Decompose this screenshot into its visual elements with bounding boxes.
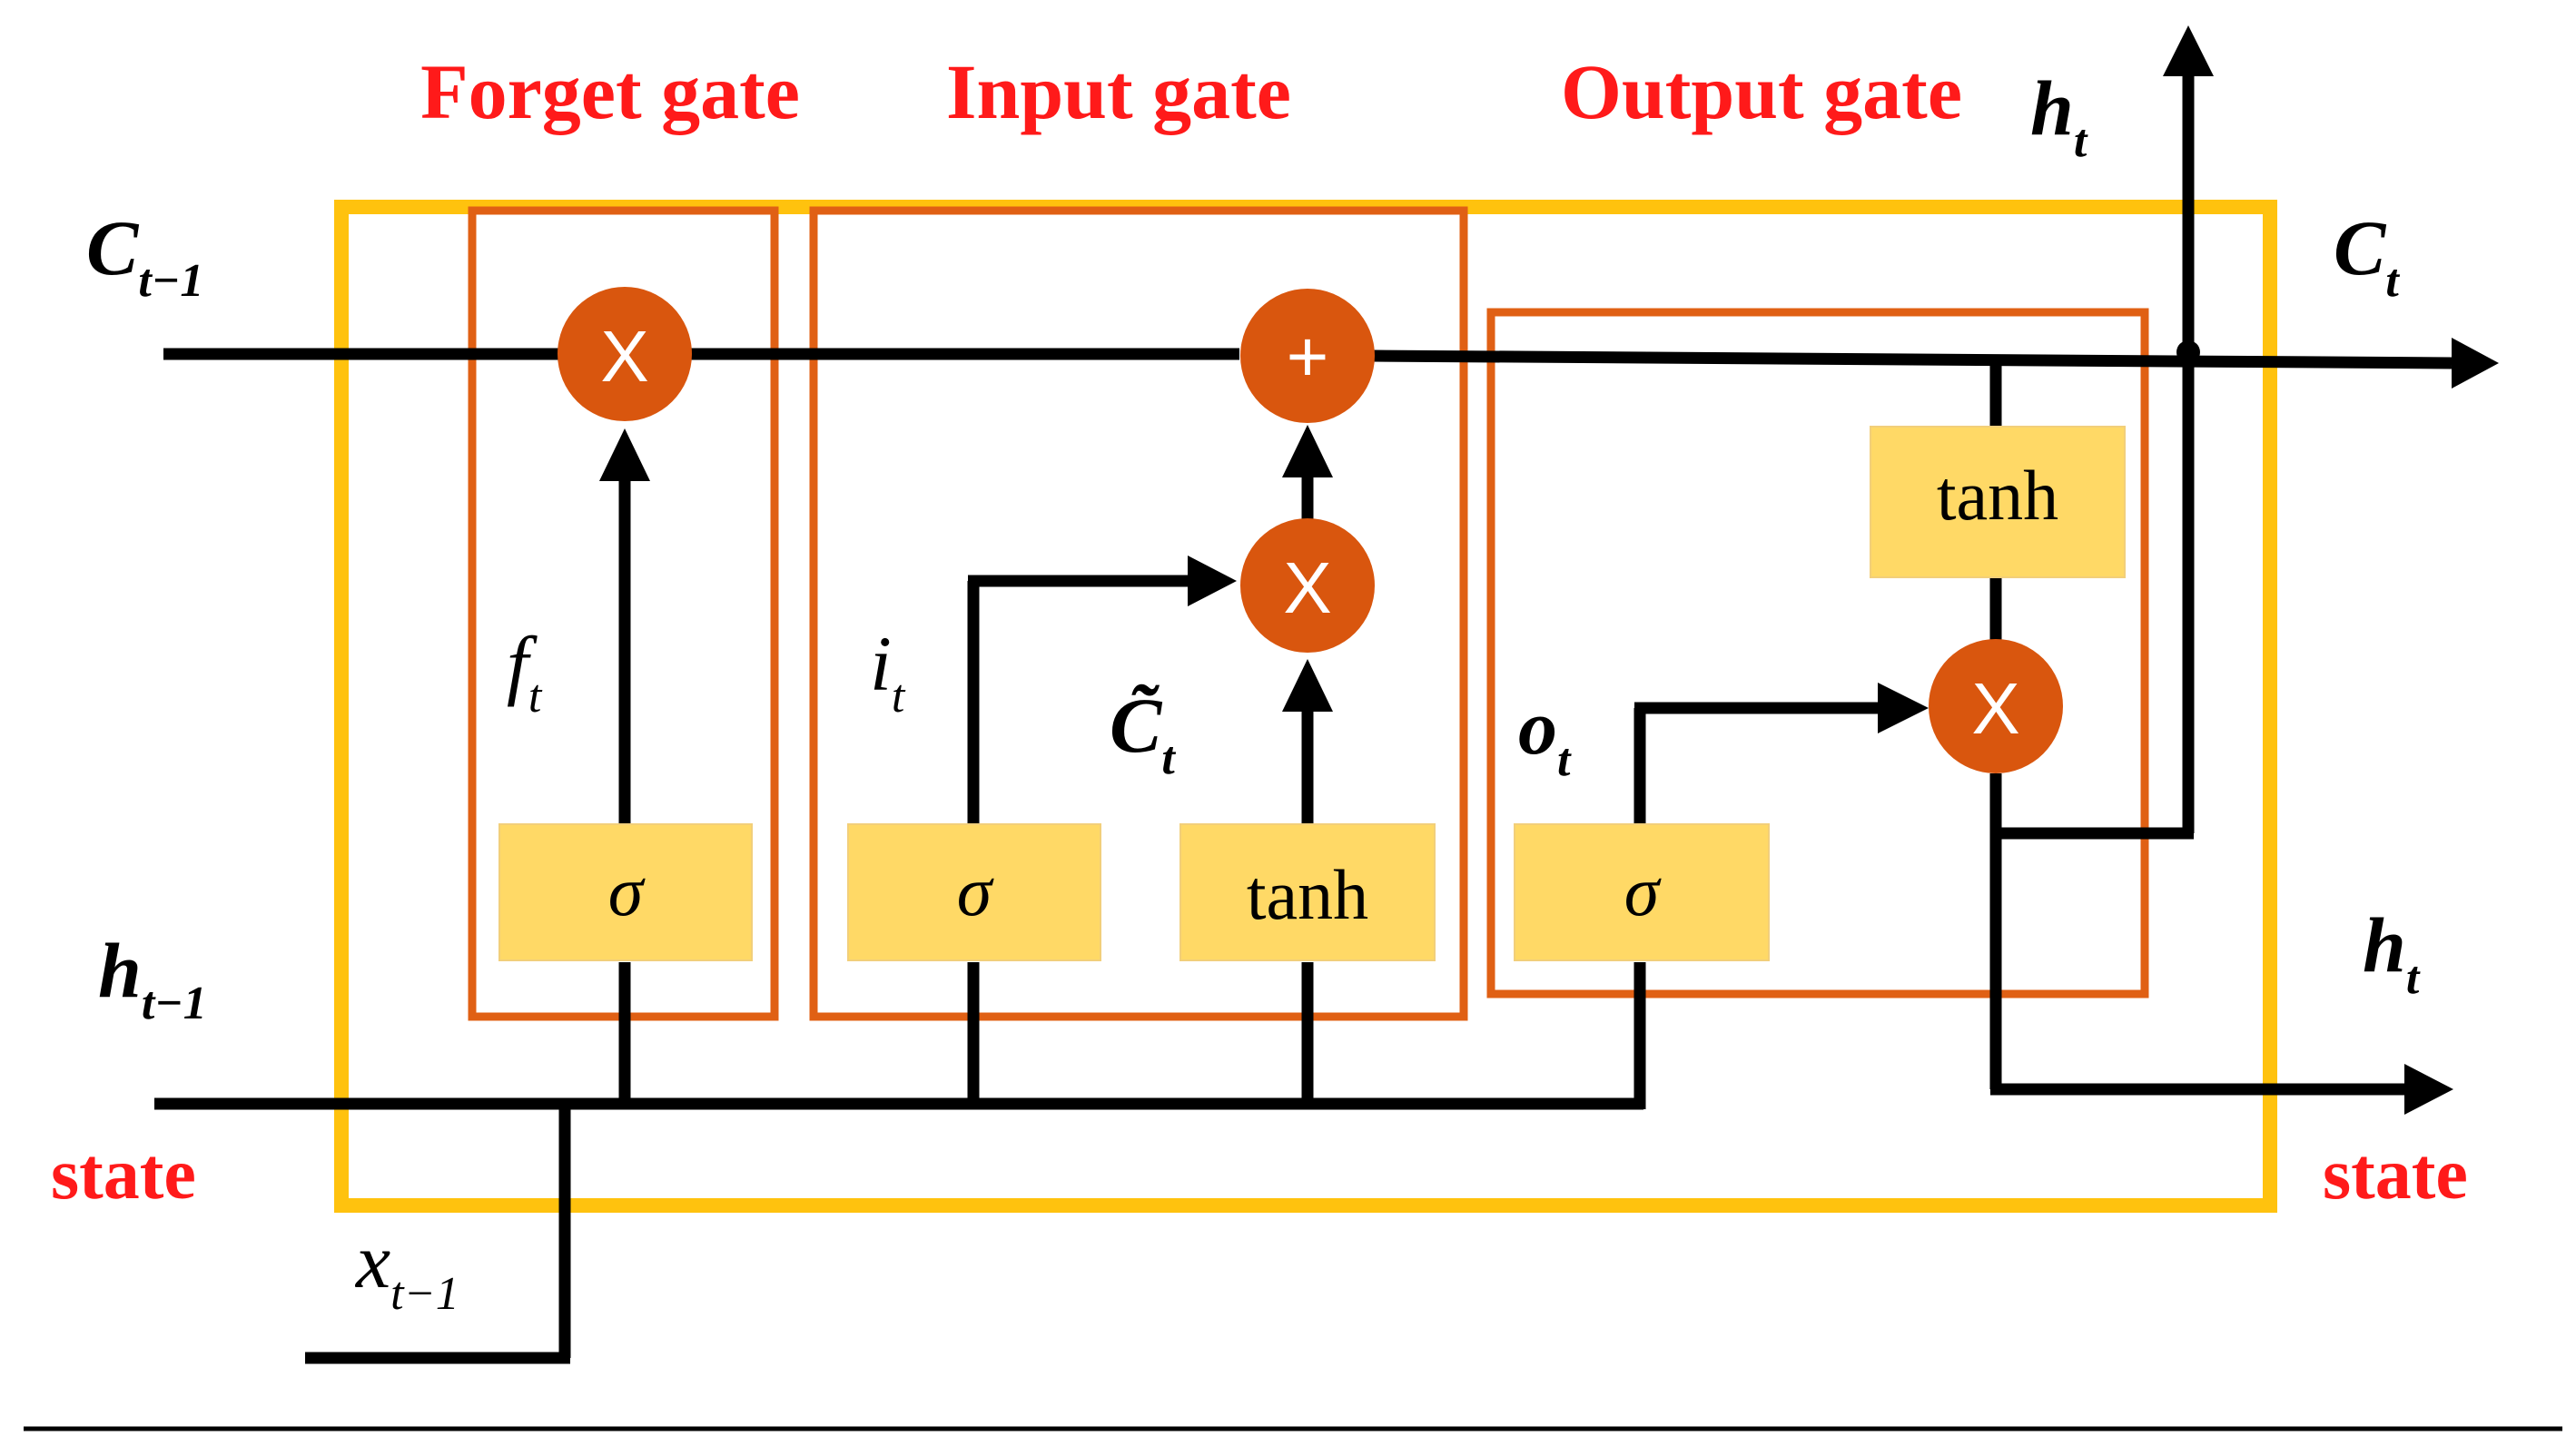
forget-multiply-op: X [558, 287, 692, 421]
ctilde-sub: t [1161, 733, 1176, 784]
input-gate-box [809, 206, 1468, 1021]
c-prev-label: Ct−1 [86, 204, 203, 307]
state-left-label: state [51, 1135, 196, 1215]
output-multiply-symbol: X [1971, 668, 2019, 749]
forget-sigma-label: σ [608, 851, 646, 930]
cell-state-line-c [1372, 349, 2453, 369]
ot-label: ot [1518, 684, 1572, 786]
mult-to-add-arrowhead [1282, 425, 1333, 477]
forget-sigma-box: σ [498, 823, 753, 961]
ot-arrowhead [1878, 683, 1929, 733]
ft-label: ft [507, 620, 543, 723]
h-next-main: h [2363, 901, 2406, 989]
ht-up-arrowhead [2163, 25, 2214, 76]
ft-sub: t [528, 671, 543, 723]
input-multiply-symbol: X [1283, 547, 1331, 628]
output-multiply-op: X [1929, 639, 2063, 773]
it-label: it [870, 620, 906, 723]
output-sigma-label: σ [1624, 851, 1662, 930]
x-prev-label: xt−1 [354, 1217, 459, 1320]
h-prev-sub: t−1 [142, 978, 207, 1029]
ctilde-arrowhead [1282, 659, 1333, 712]
h-top-main: h [2030, 64, 2074, 152]
ot-sub: t [1557, 734, 1572, 786]
x-prev-sub: t−1 [390, 1268, 459, 1320]
ot-main: o [1518, 684, 1557, 771]
input-tanh-label: tanh [1247, 855, 1368, 934]
output-gate-title: Output gate [1561, 48, 1962, 135]
h-top-label: ht [2030, 64, 2088, 167]
output-sigma-box: σ [1514, 823, 1770, 961]
ctilde-label: C̃t [1110, 682, 1176, 784]
ft-arrowhead [599, 428, 650, 481]
forget-gate-title: Forget gate [420, 48, 800, 135]
output-tanh-box: tanh [1870, 426, 2126, 578]
cell-add-op: + [1240, 289, 1375, 423]
h-prev-label: ht−1 [98, 927, 207, 1029]
input-tanh-box: tanh [1179, 823, 1436, 961]
output-tanh-label: tanh [1937, 456, 2058, 535]
h-prev-main: h [98, 927, 142, 1014]
h-next-sub: t [2406, 952, 2421, 1004]
it-sub: t [892, 671, 906, 723]
input-gate-title: Input gate [946, 48, 1291, 135]
state-right-label: state [2323, 1135, 2468, 1215]
cell-add-symbol: + [1287, 316, 1329, 397]
c-prev-sub: t−1 [138, 255, 203, 307]
ht-junction-dot [2176, 340, 2200, 364]
input-sigma-box: σ [847, 823, 1101, 961]
x-prev-main: x [354, 1217, 390, 1304]
c-next-sub: t [2385, 255, 2400, 307]
h-top-sub: t [2074, 115, 2088, 167]
c-next-main: C [2334, 204, 2387, 291]
forget-multiply-symbol: X [600, 316, 648, 397]
it-main: i [870, 620, 892, 707]
ht-state-out-arrowhead [2404, 1064, 2453, 1115]
output-gate-box [1486, 308, 2149, 998]
ctilde-main: C̃ [1110, 682, 1163, 769]
c-prev-main: C [86, 204, 140, 291]
cell-state-out-arrowhead [2452, 338, 2499, 389]
input-multiply-op: X [1240, 518, 1375, 653]
input-sigma-label: σ [957, 851, 994, 930]
c-next-label: Ct [2334, 204, 2400, 307]
h-next-label: ht [2363, 901, 2421, 1004]
it-arrowhead [1188, 556, 1237, 606]
